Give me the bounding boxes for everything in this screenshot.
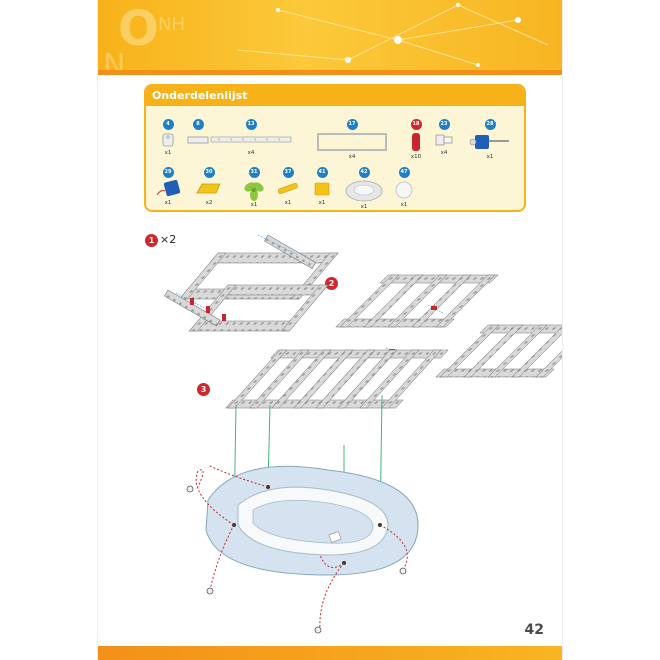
header-banner: O NH N [98,0,562,75]
svg-text:NH: NH [158,14,185,35]
part-47: 47 x1 [382,158,426,208]
part-number: 17 [346,119,358,130]
base-plate-drawing [205,465,419,576]
manual-page: O NH N Onderdelenlijst 4 x1 8 13 [98,0,562,660]
part-number: 42 [358,167,370,178]
step-3-badge: 3 [197,383,210,396]
part-number: 41 [316,167,328,178]
part-quantity: x2 [205,200,213,206]
ball-icon [395,181,413,199]
banner-stripe [98,70,562,75]
base-plate-icon [345,180,383,202]
footer-bar [98,646,562,660]
frame-icon [317,133,387,151]
motor-icon [469,135,509,149]
step-1-exploded-frames [164,234,339,332]
parts-list-box: Onderdelenlijst 4 x1 8 13 x4 17 [144,84,526,212]
part-number: 30 [203,167,215,178]
svg-text:O: O [118,1,159,57]
part-37: 37 x1 [266,158,310,206]
part-quantity: x4 [440,150,448,156]
part-30: 30 x2 [184,158,234,206]
part-number: 31 [248,167,260,178]
banner-network-graphic: O NH N [103,1,549,75]
part-29: 29 x1 [146,158,190,206]
part-number: 29 [162,167,174,178]
leg-wires [195,464,408,631]
yellow-square-icon [314,182,330,196]
leg-feet [186,485,407,634]
part-quantity: x4 [247,150,255,156]
step-3-frame [225,349,449,563]
step-1-badge: 1 [145,234,158,247]
part-number: 4 [162,119,174,130]
red-pin-icon [412,133,420,151]
part-number: 8 [192,119,204,130]
part-number: 23 [438,119,450,130]
part-quantity: x1 [486,154,494,160]
part-number: 28 [484,119,496,130]
step-2-badge: 2 [325,277,338,290]
part-quantity: x1 [250,202,258,208]
part-quantity: x4 [348,154,356,160]
part-quantity: x1 [318,200,326,206]
connector-icon [162,133,174,147]
part-8: 8 [176,110,220,149]
part-41: 41 x1 [300,158,344,206]
part-17: 17 x4 [312,110,392,160]
part-number: 47 [398,167,410,178]
yellow-block-icon [196,183,221,194]
axle-icon [277,183,298,195]
part-31: 31 x1 [232,158,276,208]
part-quantity: x1 [400,202,408,208]
part-28: 28 x1 [462,110,518,160]
page-number: 42 [524,622,544,638]
joint-icon [435,134,453,146]
long-beam-icon [210,136,292,143]
part-18: 18 x10 [394,110,438,160]
part-number: 18 [410,119,422,130]
part-quantity: x1 [164,200,172,206]
short-beam-icon [187,136,209,144]
part-quantity: x10 [410,154,422,160]
part-4: 4 x1 [146,110,190,156]
part-13: 13 x4 [206,110,296,156]
parts-list-title: Onderdelenlijst [146,86,524,106]
part-quantity: x1 [360,204,368,210]
part-quantity: x1 [284,200,292,206]
part-number: 13 [245,119,257,130]
assembly-illustration [164,234,562,634]
part-42: 42 x1 [336,158,392,210]
svg-text:N: N [103,48,125,75]
propeller-icon [244,182,264,201]
part-number: 37 [282,167,294,178]
part-23: 23 x4 [422,110,466,156]
step-1-multiplier: ×2 [160,233,177,246]
part-quantity: x1 [164,150,172,156]
battery-box-icon [156,179,181,197]
step-2-ladder-frames [335,274,562,378]
